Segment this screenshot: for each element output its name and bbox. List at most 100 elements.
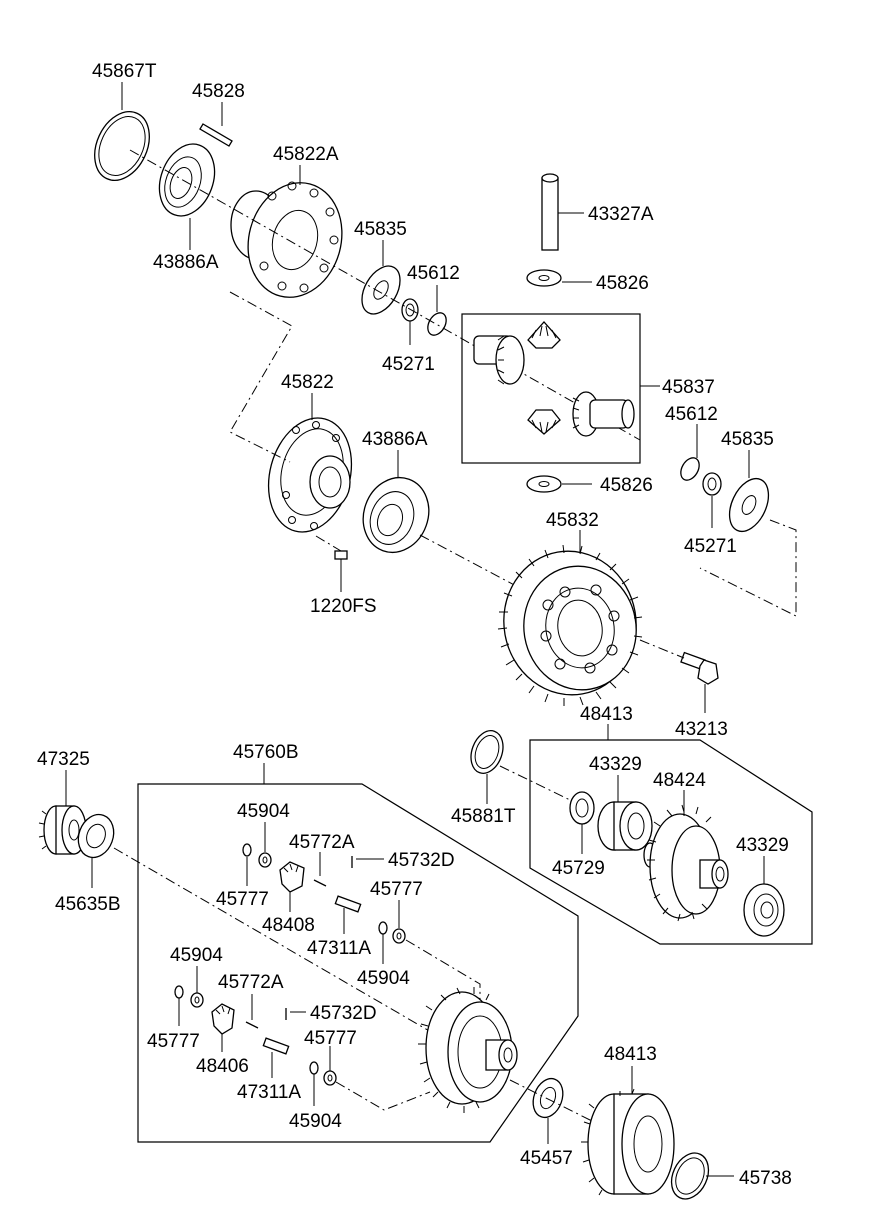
washer-45904-a[interactable]	[258, 852, 272, 868]
side-gear-right[interactable]	[572, 391, 635, 437]
washer-45271-top[interactable]	[401, 298, 419, 322]
washer-45777-a[interactable]	[242, 843, 252, 857]
label-45732D-a: 45732D	[388, 850, 455, 871]
shaft-43327A[interactable]	[541, 173, 559, 251]
label-43329-right: 43329	[736, 835, 789, 856]
label-45777-c: 45777	[304, 1028, 357, 1049]
label-48406: 48406	[196, 1056, 249, 1077]
pinion-48408[interactable]	[279, 861, 305, 893]
label-47325: 47325	[37, 749, 90, 770]
shaft-47311A-b[interactable]	[262, 1037, 290, 1055]
label-45904-d: 45904	[289, 1111, 342, 1132]
case-45822[interactable]	[256, 409, 363, 542]
snap-ring-45867T[interactable]	[84, 103, 160, 189]
bolt-43213[interactable]	[680, 651, 719, 685]
bearing-43886A-top[interactable]	[150, 136, 224, 223]
bearing-43886A-mid[interactable]	[353, 468, 439, 561]
ring-gear-45832[interactable]	[493, 541, 648, 706]
washer-45826-bottom[interactable]	[526, 475, 562, 493]
ring-45612-top[interactable]	[424, 310, 450, 339]
bearing-43329-right[interactable]	[743, 883, 785, 937]
box-48413-top	[529, 739, 813, 945]
label-45904-b: 45904	[357, 968, 410, 989]
case-45822A[interactable]	[230, 172, 354, 308]
label-45612-right: 45612	[665, 404, 718, 425]
label-45835-top: 45835	[354, 219, 407, 240]
centerline-upper-pinion	[405, 939, 481, 1024]
label-47311A-a: 47311A	[307, 938, 371, 959]
washer-45777-c[interactable]	[174, 985, 184, 999]
label-45904-a: 45904	[237, 801, 290, 822]
label-45772A-b: 45772A	[218, 972, 284, 993]
washer-45635B[interactable]	[73, 810, 120, 863]
washer-45835-top[interactable]	[354, 259, 408, 320]
label-45826-bottom: 45826	[600, 475, 653, 496]
label-45867T: 45867T	[92, 61, 157, 82]
label-45826-top: 45826	[596, 273, 649, 294]
label-45271-right: 45271	[684, 536, 737, 557]
ring-45612-right[interactable]	[677, 455, 703, 484]
washer-45777-b[interactable]	[378, 921, 388, 935]
centerline-43213	[639, 639, 685, 659]
pinion-gear-top[interactable]	[527, 321, 561, 349]
pinion-gear-bottom[interactable]	[527, 409, 561, 435]
label-45835-right: 45835	[721, 429, 774, 450]
centerline-1220FS	[315, 535, 342, 552]
washer-45904-d[interactable]	[323, 1070, 337, 1086]
label-43213: 43213	[675, 719, 728, 740]
label-45271-top: 45271	[382, 354, 435, 375]
label-47311A-b: 47311A	[237, 1082, 301, 1103]
washer-45271-right[interactable]	[702, 472, 722, 496]
label-45828: 45828	[192, 81, 245, 102]
label-45777-b: 45777	[370, 879, 423, 900]
label-43886A-mid: 43886A	[362, 429, 428, 450]
label-48413-top: 48413	[580, 704, 633, 725]
gear-set-box-45837	[461, 313, 641, 464]
label-43329-left: 43329	[589, 754, 642, 775]
washer-45904-c[interactable]	[190, 992, 204, 1008]
label-45777-d: 45777	[147, 1031, 200, 1052]
centerline-upper	[129, 149, 641, 441]
gear-48413-bottom[interactable]	[581, 1088, 675, 1196]
label-45881T: 45881T	[451, 806, 516, 827]
centerline-45881T	[499, 765, 571, 801]
label-45738: 45738	[739, 1168, 792, 1189]
label-45732D-b: 45732D	[310, 1003, 377, 1024]
washer-45777-d[interactable]	[309, 1061, 319, 1075]
label-45837: 45837	[662, 377, 715, 398]
label-45729: 45729	[552, 858, 605, 879]
shaft-47311A-a[interactable]	[334, 895, 362, 913]
label-45777-a: 45777	[216, 889, 269, 910]
ring-45881T[interactable]	[465, 726, 508, 778]
output-gear-48424[interactable]	[643, 804, 729, 922]
label-45457: 45457	[520, 1148, 573, 1169]
label-43886A-top: 43886A	[153, 252, 219, 273]
label-48424: 48424	[653, 770, 706, 791]
bracket-left	[229, 291, 293, 463]
washer-45826-top[interactable]	[526, 269, 562, 287]
label-45822A: 45822A	[273, 144, 339, 165]
label-45904-c: 45904	[170, 945, 223, 966]
label-45832: 45832	[546, 510, 599, 531]
label-45612-top: 45612	[407, 263, 460, 284]
washer-45457[interactable]	[528, 1074, 568, 1121]
ring-45738[interactable]	[664, 1147, 715, 1205]
washer-45835-right[interactable]	[722, 472, 776, 537]
label-45822: 45822	[281, 372, 334, 393]
label-45760B: 45760B	[233, 742, 299, 763]
label-48408: 48408	[262, 915, 315, 936]
side-gear-left[interactable]	[473, 335, 525, 385]
label-45772A-a: 45772A	[289, 832, 355, 853]
pin-45772A-b[interactable]	[245, 1021, 259, 1029]
centerline-ring-gear	[419, 534, 521, 589]
pin-45772A-a[interactable]	[313, 879, 327, 887]
pin-45828[interactable]	[199, 123, 233, 147]
bearing-43329-left[interactable]	[597, 801, 653, 851]
centerline-lower-pinion	[335, 1081, 431, 1111]
pinion-48406[interactable]	[211, 1003, 235, 1035]
differential-carrier[interactable]	[418, 987, 518, 1113]
washer-45904-b[interactable]	[392, 928, 406, 944]
seal-45729[interactable]	[569, 791, 595, 825]
bracket-right	[699, 519, 797, 617]
